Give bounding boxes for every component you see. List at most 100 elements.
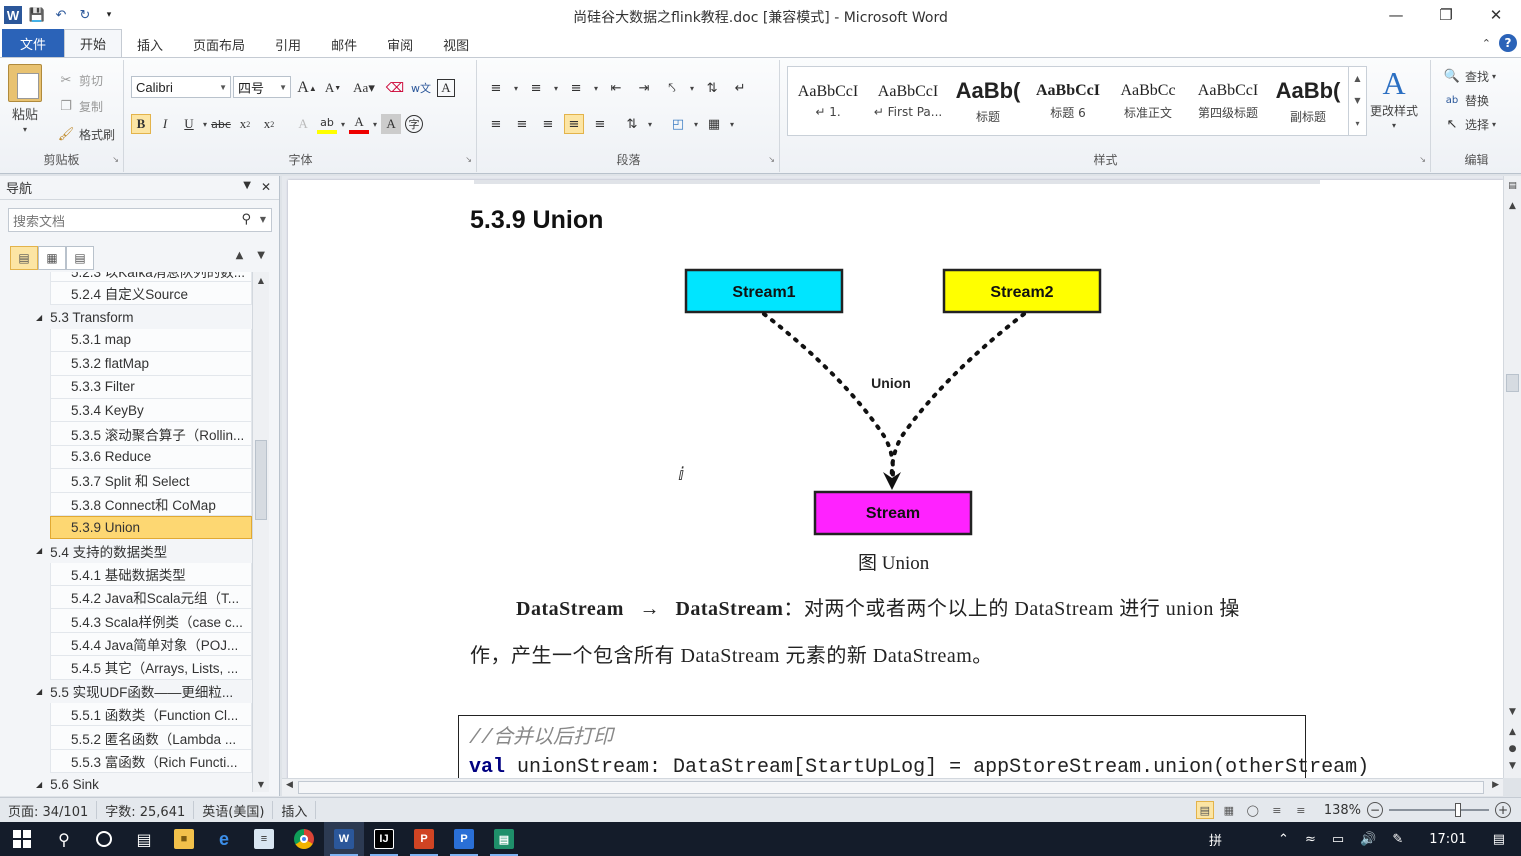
taskbar-word[interactable]: W bbox=[324, 822, 364, 856]
enclose-char-icon[interactable]: 字 bbox=[405, 115, 424, 133]
gallery-down-icon[interactable]: ▼ bbox=[1354, 96, 1361, 106]
print-layout-icon[interactable]: ▤ bbox=[1195, 801, 1214, 819]
nav-heading-level1[interactable]: ◢5.3 Transform bbox=[30, 305, 252, 328]
previous-page-icon[interactable]: ▲ bbox=[1509, 727, 1516, 737]
format-painter-button[interactable]: 🖌 格式刷 bbox=[56, 124, 115, 144]
nav-heading-level2[interactable]: 5.4.3 Scala样例类（case c... bbox=[50, 609, 252, 633]
grow-font-icon[interactable]: A▲ bbox=[297, 79, 317, 96]
collapse-triangle-icon[interactable]: ◢ bbox=[36, 780, 43, 790]
style-item[interactable]: AaBbCcI 第四级标题 bbox=[1188, 67, 1268, 135]
show-marks-icon[interactable]: ↵ bbox=[734, 80, 746, 96]
paste-button[interactable]: 粘贴 ▾ bbox=[8, 64, 42, 134]
restore-button[interactable]: ❐ bbox=[1439, 6, 1453, 24]
gallery-more-icon[interactable]: ▾ bbox=[1355, 119, 1360, 129]
tab-review[interactable]: 审阅 bbox=[387, 38, 414, 54]
tab-home[interactable]: 开始 bbox=[64, 29, 123, 57]
scroll-left-icon[interactable]: ◀ bbox=[286, 780, 293, 790]
nav-options-icon[interactable]: ▼ bbox=[243, 180, 251, 191]
scroll-down-icon[interactable]: ▼ bbox=[1509, 707, 1516, 717]
search-dropdown-icon[interactable]: ▼ bbox=[259, 215, 266, 224]
underline-icon[interactable]: U bbox=[184, 116, 194, 131]
horizontal-scroll-thumb[interactable] bbox=[298, 781, 1484, 794]
nav-heading-level2[interactable]: 5.3.1 map bbox=[50, 328, 252, 353]
char-border-icon[interactable]: A bbox=[437, 79, 455, 97]
bullets-dropdown-icon[interactable]: ▾ bbox=[514, 83, 519, 93]
pages-view-icon[interactable]: ▦ bbox=[38, 246, 66, 270]
customize-qat-icon[interactable]: ▾ bbox=[106, 10, 112, 20]
font-name-select[interactable]: Calibri ▼ bbox=[131, 76, 231, 98]
collapse-triangle-icon[interactable]: ◢ bbox=[36, 312, 43, 322]
collapse-triangle-icon[interactable]: ◢ bbox=[36, 546, 43, 556]
previous-heading-icon[interactable]: ▲ bbox=[235, 250, 244, 261]
scroll-down-icon[interactable]: ▼ bbox=[257, 779, 265, 789]
start-button[interactable] bbox=[0, 822, 44, 856]
zoom-slider[interactable] bbox=[1389, 801, 1489, 819]
zoom-out-icon[interactable]: − bbox=[1367, 802, 1383, 818]
nav-heading-level2[interactable]: 5.3.9 Union bbox=[50, 515, 252, 540]
clipboard-launcher-icon[interactable]: ↘ bbox=[112, 155, 119, 164]
nav-heading-level2[interactable]: 5.5.2 匿名函数（Lambda ... bbox=[50, 726, 252, 750]
bold-icon[interactable]: B bbox=[131, 114, 151, 134]
task-view-button[interactable]: ▤ bbox=[124, 822, 164, 856]
nav-heading-level2[interactable]: 5.4.2 Java和Scala元组（T... bbox=[50, 586, 252, 610]
results-view-icon[interactable]: ▤ bbox=[66, 246, 94, 270]
taskbar-terminal[interactable]: ▤ bbox=[484, 822, 524, 856]
find-button[interactable]: 🔍 查找 ▾ bbox=[1442, 66, 1496, 86]
outline-view-icon[interactable]: ≡ bbox=[1272, 803, 1282, 817]
select-button[interactable]: ↖ 选择 ▾ bbox=[1442, 114, 1496, 134]
document-scroll-thumb[interactable] bbox=[1506, 374, 1519, 392]
document-vertical-scrollbar[interactable]: ▤ ▲ ▼ ▲ ● ▼ bbox=[1503, 176, 1521, 778]
style-item[interactable]: AaBb( 副标题 bbox=[1268, 67, 1348, 135]
battery-icon[interactable]: ▭ bbox=[1331, 831, 1345, 847]
document-page[interactable]: 5.3.9 Union Stream1 Stream2 Union Stream… bbox=[288, 180, 1503, 778]
document-area[interactable]: 5.3.9 Union Stream1 Stream2 Union Stream… bbox=[282, 176, 1503, 778]
nav-heading-level2[interactable]: 5.3.2 flatMap bbox=[50, 352, 252, 376]
line-spacing-dropdown-icon[interactable]: ▾ bbox=[648, 119, 653, 129]
ime-icon[interactable]: 拼 bbox=[1209, 833, 1223, 849]
cortana-button[interactable] bbox=[84, 822, 124, 856]
next-page-icon[interactable]: ▼ bbox=[1509, 761, 1516, 771]
gallery-up-icon[interactable]: ▲ bbox=[1354, 73, 1361, 83]
numbering-icon[interactable]: ≡ bbox=[530, 80, 542, 96]
tray-expand-icon[interactable]: ⌃ bbox=[1278, 831, 1289, 847]
nav-close-icon[interactable]: ✕ bbox=[260, 180, 271, 194]
justify-icon[interactable]: ≡ bbox=[564, 114, 584, 134]
bullets-icon[interactable]: ≡ bbox=[490, 80, 502, 96]
nav-heading-level2[interactable]: 5.2.3 以Kafka消息队列的数... bbox=[50, 272, 252, 282]
strikethrough-icon[interactable]: abc bbox=[211, 117, 231, 131]
notifications-icon[interactable]: ▤ bbox=[1492, 831, 1505, 847]
minimize-button[interactable]: — bbox=[1388, 6, 1404, 24]
scroll-right-icon[interactable]: ▶ bbox=[1492, 780, 1499, 790]
clock[interactable]: 17:01 bbox=[1429, 831, 1467, 847]
redo-icon[interactable]: ↻ bbox=[79, 7, 91, 23]
highlight-icon[interactable]: ab bbox=[317, 114, 338, 134]
taskbar-file-explorer[interactable]: ■ bbox=[164, 822, 204, 856]
nav-heading-level2[interactable]: 5.3.5 滚动聚合算子（Rollin... bbox=[50, 422, 252, 446]
align-center-icon[interactable]: ≡ bbox=[516, 116, 528, 132]
paragraph-launcher-icon[interactable]: ↘ bbox=[768, 155, 775, 164]
replace-button[interactable]: ab 替换 bbox=[1442, 90, 1489, 110]
styles-launcher-icon[interactable]: ↘ bbox=[1419, 155, 1426, 164]
language-indicator[interactable]: 英语(美国) bbox=[194, 801, 274, 820]
tab-file[interactable]: 文件 bbox=[2, 29, 64, 57]
italic-icon[interactable]: I bbox=[162, 116, 168, 131]
nav-scroll-thumb[interactable] bbox=[255, 440, 267, 520]
style-item[interactable]: AaBb( 标题 bbox=[948, 67, 1028, 135]
nav-heading-level2[interactable]: 5.5.3 富函数（Rich Functi... bbox=[50, 749, 252, 774]
phonetic-guide-icon[interactable]: w文 bbox=[411, 82, 431, 95]
volume-icon[interactable]: 🔊 bbox=[1360, 831, 1377, 847]
undo-icon[interactable]: ↶ bbox=[55, 7, 67, 23]
font-size-select[interactable]: 四号 ▼ bbox=[233, 76, 291, 98]
nav-heading-level2[interactable]: 5.3.8 Connect和 CoMap bbox=[50, 492, 252, 516]
pen-icon[interactable]: ✎ bbox=[1392, 831, 1404, 847]
tab-insert[interactable]: 插入 bbox=[137, 38, 164, 54]
style-item[interactable]: AaBbCc 标准正文 bbox=[1108, 67, 1188, 135]
multilevel-dropdown-icon[interactable]: ▾ bbox=[594, 83, 599, 93]
font-color-icon[interactable]: A bbox=[349, 114, 370, 134]
nav-heading-level2[interactable]: 5.4.5 其它（Arrays, Lists, ... bbox=[50, 656, 252, 680]
nav-heading-level1[interactable]: ◢5.6 Sink bbox=[30, 773, 252, 792]
zoom-level[interactable]: 138% bbox=[1323, 802, 1361, 818]
nav-heading-level2[interactable]: 5.3.6 Reduce bbox=[50, 445, 252, 470]
